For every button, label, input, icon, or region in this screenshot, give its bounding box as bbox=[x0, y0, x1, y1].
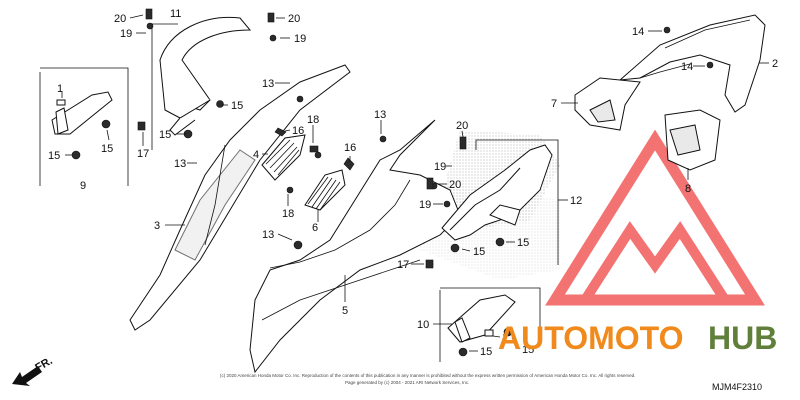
fastener-16a bbox=[309, 145, 319, 153]
direction-label: FR. bbox=[33, 355, 54, 374]
part-11-grab-rail bbox=[145, 8, 277, 139]
callout: 11 bbox=[170, 8, 181, 20]
callout: 9 bbox=[80, 180, 86, 192]
group-box-10 bbox=[439, 287, 541, 362]
callout: 15 bbox=[522, 344, 534, 356]
callout: 18 bbox=[307, 114, 319, 126]
callout: 15 bbox=[101, 143, 113, 155]
group-box-11 bbox=[151, 23, 178, 150]
callout: 20 bbox=[114, 13, 126, 25]
fastener-16b bbox=[343, 157, 355, 171]
callout: 6 bbox=[312, 222, 318, 234]
part-code: MJM4F2310 bbox=[712, 382, 762, 392]
callout: 20 bbox=[288, 13, 300, 25]
part-6-duct bbox=[304, 169, 346, 211]
callout: 13 bbox=[374, 109, 386, 121]
watermark-text: AUTOMOTO HUB bbox=[498, 320, 777, 356]
watermark-hub: HUB bbox=[708, 320, 777, 356]
leader-lines bbox=[61, 14, 769, 352]
callout: 1 bbox=[502, 332, 508, 344]
callout: 13 bbox=[262, 78, 274, 90]
callout-numbers: 20 11 20 19 19 1 15 15 9 13 15 15 17 4 1… bbox=[48, 8, 778, 358]
part-12-grab-rail bbox=[426, 136, 553, 253]
callout: 15 bbox=[48, 150, 60, 162]
callout: 15 bbox=[517, 237, 529, 249]
callout: 19 bbox=[434, 161, 446, 173]
front-direction-arrow: FR. bbox=[12, 355, 55, 386]
callout: 18 bbox=[282, 208, 294, 220]
part-8-panel bbox=[664, 109, 721, 171]
callout: 15 bbox=[473, 246, 485, 258]
callout: 15 bbox=[159, 129, 171, 141]
callout: 12 bbox=[570, 195, 582, 207]
callout: 4 bbox=[253, 149, 259, 161]
clip-17-left bbox=[137, 121, 146, 131]
callout: 17 bbox=[397, 259, 409, 271]
part-7-panel bbox=[574, 77, 641, 131]
callout: 13 bbox=[262, 229, 274, 241]
copyright-line-2: Page generated by (c) 2004 - 2021 ARI Ne… bbox=[345, 380, 469, 385]
callout: 15 bbox=[231, 100, 243, 112]
callout: 20 bbox=[449, 179, 461, 191]
copyright-line-1: (c) 2020 American Honda Motor Co. Inc. R… bbox=[220, 373, 635, 378]
callout: 8 bbox=[685, 183, 691, 195]
callout: 19 bbox=[419, 199, 431, 211]
callout: 17 bbox=[137, 148, 149, 160]
part-2-tail-cowl bbox=[618, 14, 766, 113]
callout: 14 bbox=[681, 61, 693, 73]
callout: 7 bbox=[551, 98, 557, 110]
part-4-duct bbox=[261, 134, 306, 181]
callout: 14 bbox=[632, 26, 644, 38]
part-1-bracket bbox=[51, 91, 113, 160]
part-10-bracket bbox=[447, 294, 516, 357]
callout: 20 bbox=[456, 120, 468, 132]
part-3-side-cover-left bbox=[129, 64, 351, 331]
callout: 13 bbox=[174, 158, 186, 170]
group-box-12 bbox=[475, 139, 568, 265]
callout: 3 bbox=[154, 220, 160, 232]
fastener-18b bbox=[286, 186, 294, 194]
callout: 15 bbox=[480, 346, 492, 358]
callout: 16 bbox=[344, 142, 356, 154]
callout: 1 bbox=[57, 83, 63, 95]
clip-17-right bbox=[425, 259, 434, 269]
callout: 19 bbox=[120, 28, 132, 40]
callout: 19 bbox=[294, 33, 306, 45]
fastener-16c bbox=[274, 127, 287, 137]
callout: 10 bbox=[417, 319, 429, 331]
watermark-logo bbox=[545, 129, 765, 306]
callout: 16 bbox=[292, 125, 304, 137]
callout: 2 bbox=[772, 58, 778, 70]
watermark-auto: AUTOMOTO bbox=[498, 320, 683, 356]
group-box-9 bbox=[39, 67, 129, 186]
fastener-18a bbox=[314, 151, 322, 159]
callout: 5 bbox=[342, 305, 348, 317]
